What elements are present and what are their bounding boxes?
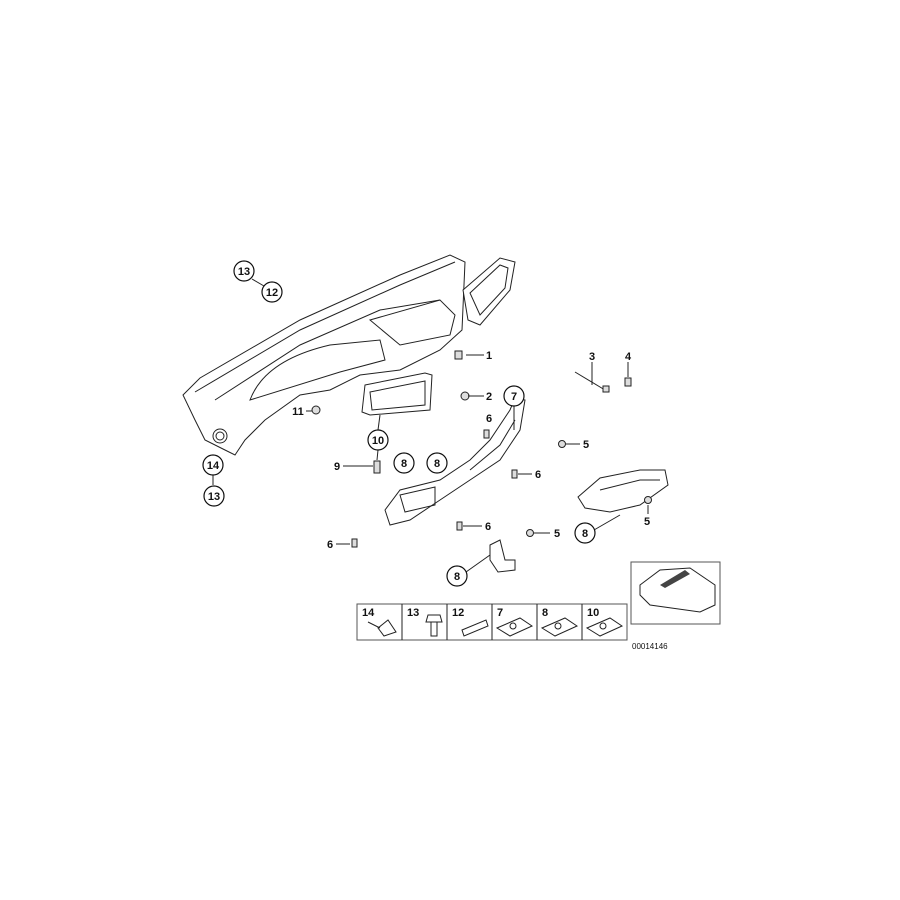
callout-1: 1: [486, 350, 492, 362]
callout-5: 5: [554, 528, 560, 540]
svg-text:8: 8: [401, 458, 407, 470]
callout-4: 4: [625, 351, 632, 363]
svg-text:13: 13: [238, 266, 250, 278]
callout-8: 8: [393, 452, 415, 474]
legend-label-14: 14: [362, 607, 375, 619]
callout-8: 8: [574, 522, 596, 544]
svg-text:13: 13: [208, 491, 220, 503]
callout-3: 3: [589, 351, 595, 363]
vehicle-location-thumbnail: 00014146: [630, 561, 721, 651]
callout-9: 9: [334, 461, 340, 473]
callout-12: 12: [261, 281, 283, 303]
legend-label-8: 8: [542, 607, 548, 619]
fastener-legend: 14 13 12 7 8 10: [356, 603, 628, 641]
callout-13: 13: [203, 485, 225, 507]
callout-13: 13: [233, 260, 255, 282]
lower-cover-part: [577, 469, 669, 513]
bracket-part: [489, 539, 516, 573]
leader-lines: [212, 278, 649, 573]
screw-icon: [425, 614, 443, 637]
callout-6: 6: [535, 469, 541, 481]
legend-label-7: 7: [497, 607, 503, 619]
legend-label-13: 13: [407, 607, 419, 619]
fasteners: [311, 350, 652, 548]
svg-text:8: 8: [434, 458, 440, 470]
legend-label-12: 12: [452, 607, 464, 619]
glovebox-frame-part: [361, 372, 433, 416]
callout-8: 8: [426, 452, 448, 474]
callout-labels: 13 12 1 2 3 4 11 10 6 7 5 14 13 9 8 8 6 …: [202, 260, 650, 587]
callout-6: 6: [327, 539, 333, 551]
nut-clip-icon: [585, 617, 624, 637]
callout-2: 2: [486, 391, 492, 403]
svg-text:10: 10: [372, 435, 384, 447]
dashboard-part: [182, 254, 516, 456]
svg-text:12: 12: [266, 287, 278, 299]
callout-5: 5: [583, 439, 589, 451]
callout-14: 14: [202, 454, 224, 476]
callout-6: 6: [486, 413, 492, 425]
callout-5: 5: [644, 516, 650, 528]
legend-label-10: 10: [587, 607, 599, 619]
callout-7: 7: [503, 385, 525, 407]
nut-clip-icon: [540, 617, 579, 637]
callout-8: 8: [446, 565, 468, 587]
svg-text:8: 8: [454, 571, 460, 583]
diagram-code: 00014146: [632, 642, 668, 651]
svg-text:8: 8: [582, 528, 588, 540]
svg-text:14: 14: [207, 460, 220, 472]
knee-bolster-part: [384, 397, 526, 526]
clip-strip-icon: [461, 619, 489, 637]
callout-10: 10: [367, 429, 389, 451]
callout-6: 6: [485, 521, 491, 533]
clip-icon: [377, 619, 397, 637]
svg-text:7: 7: [511, 391, 517, 403]
nut-clip-icon: [495, 617, 534, 637]
callout-11: 11: [292, 406, 304, 418]
